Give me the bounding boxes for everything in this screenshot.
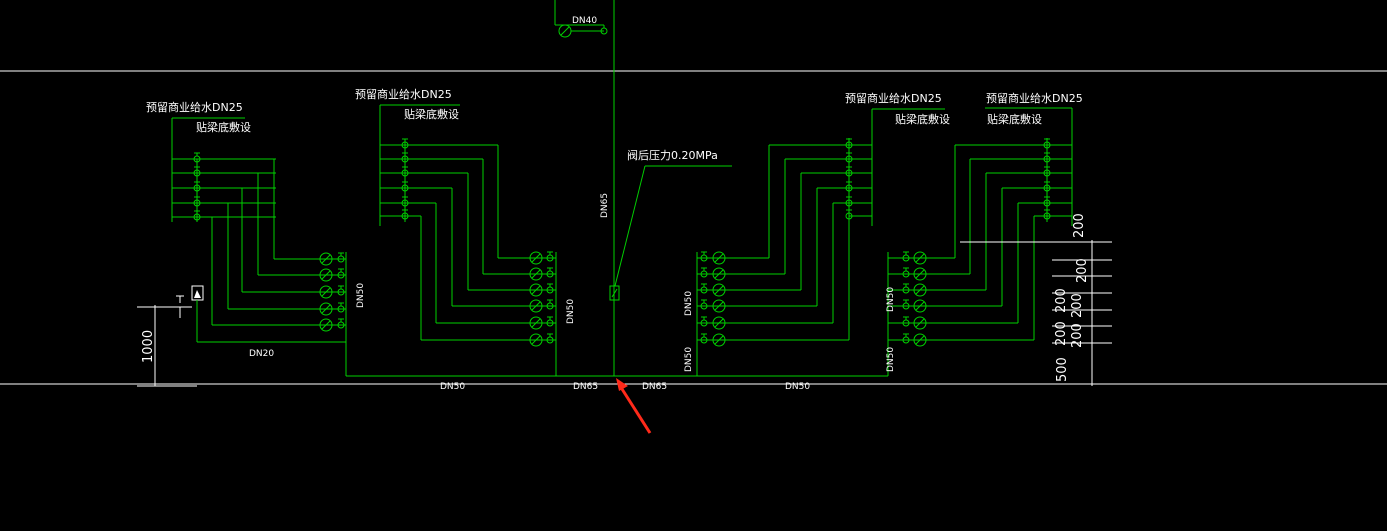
- water-meter-slash: [714, 335, 724, 345]
- red-arrow-icon: [616, 378, 652, 434]
- water-meter-slash: [915, 318, 925, 328]
- label-dn50-b: DN50: [566, 299, 576, 324]
- water-meter-icon: [712, 283, 726, 297]
- water-meter-icon: [712, 316, 726, 330]
- label-beam-d: 贴梁底敷设: [987, 112, 1042, 126]
- meter-group-c: [696, 108, 945, 376]
- dimension-1000: [137, 305, 197, 387]
- water-meter-icon: [319, 318, 333, 332]
- water-meter-icon: [529, 267, 543, 281]
- water-meter-slash: [321, 320, 331, 330]
- water-meter-icon: [319, 268, 333, 282]
- dim-200-c: 200: [1070, 293, 1085, 318]
- label-beam-c: 贴梁底敷设: [895, 112, 950, 126]
- dim-500: 500: [1055, 357, 1070, 382]
- water-meter-slash: [714, 253, 724, 263]
- water-meter-icon: [529, 316, 543, 330]
- water-meter-icon: [913, 316, 927, 330]
- water-meter-icon: [529, 299, 543, 313]
- meter-group-b: [379, 104, 557, 376]
- dimension-chain-right: [960, 240, 1112, 386]
- dim-200-b: 200: [1054, 288, 1069, 313]
- label-reserve-d: 预留商业给水DN25: [986, 91, 1083, 105]
- meter-group-d: [887, 107, 1073, 376]
- water-meter-icon: [712, 299, 726, 313]
- water-meter-slash: [714, 269, 724, 279]
- water-meter-slash: [531, 318, 541, 328]
- label-beam-b: 贴梁底敷设: [404, 107, 459, 121]
- label-dn50-c2: DN50: [684, 347, 694, 372]
- water-meter-slash: [714, 318, 724, 328]
- water-meter-icon: [529, 333, 543, 347]
- dim-1000: 1000: [141, 330, 156, 363]
- label-reserve-a: 预留商业给水DN25: [146, 100, 243, 114]
- water-meter-slash: [915, 253, 925, 263]
- label-reserve-c: 预留商业给水DN25: [845, 91, 942, 105]
- water-meter-slash: [531, 285, 541, 295]
- water-meter-slash: [531, 269, 541, 279]
- pressure-leader-line: [614, 165, 646, 287]
- water-meter-icon: [913, 299, 927, 313]
- dn20-branch: [137, 285, 346, 343]
- water-meter-slash: [915, 335, 925, 345]
- dim-200-a: 200: [1075, 258, 1090, 283]
- water-meter-slash: [321, 304, 331, 314]
- water-meter-icon: [712, 333, 726, 347]
- label-dn50-d: DN50: [886, 287, 896, 312]
- water-meter-icon: [712, 267, 726, 281]
- label-reserve-b: 预留商业给水DN25: [355, 87, 452, 101]
- water-meter-slash: [915, 285, 925, 295]
- label-dn40: DN40: [572, 16, 597, 26]
- water-meter-icon: [913, 267, 927, 281]
- meter-group-a: [171, 117, 347, 376]
- water-meter-slash: [321, 254, 331, 264]
- label-beam-a: 贴梁底敷设: [196, 120, 251, 134]
- water-meter-slash: [321, 270, 331, 280]
- water-meter-icon: [319, 285, 333, 299]
- water-meter-slash: [714, 301, 724, 311]
- water-meter-slash: [714, 285, 724, 295]
- water-meter-icon: [529, 251, 543, 265]
- water-meter-icon: [913, 333, 927, 347]
- water-meter-icon: [319, 302, 333, 316]
- label-dn50-c: DN50: [684, 291, 694, 316]
- water-meter-slash: [531, 301, 541, 311]
- riser-top-meter: [558, 24, 608, 38]
- water-meter-slash: [915, 269, 925, 279]
- label-dn50-header-right: DN50: [785, 382, 810, 392]
- water-meter-icon: [529, 283, 543, 297]
- label-dn50-d2: DN50: [886, 347, 896, 372]
- water-meter-icon: [913, 251, 927, 265]
- label-dn50-a: DN50: [356, 283, 366, 308]
- water-meter-icon: [712, 251, 726, 265]
- label-dn50-header-left: DN50: [440, 382, 465, 392]
- label-dn20: DN20: [249, 349, 274, 359]
- water-meter-slash: [321, 287, 331, 297]
- water-meter-icon: [319, 252, 333, 266]
- water-meter-slash: [531, 253, 541, 263]
- label-dn65-riser: DN65: [600, 193, 610, 218]
- label-dn65-header-left: DN65: [573, 382, 598, 392]
- label-pressure: 阀后压力0.20MPa: [627, 148, 718, 162]
- water-meter-slash: [915, 301, 925, 311]
- label-dn65-header-right: DN65: [642, 382, 667, 392]
- water-meter-slash: [531, 335, 541, 345]
- water-meter-icon: [913, 283, 927, 297]
- dim-200-d: 200: [1054, 321, 1069, 346]
- dim-200-e: 200: [1070, 323, 1085, 348]
- dim-200-top: 200: [1072, 213, 1087, 238]
- pressure-reducing-valve-icon: [609, 285, 620, 301]
